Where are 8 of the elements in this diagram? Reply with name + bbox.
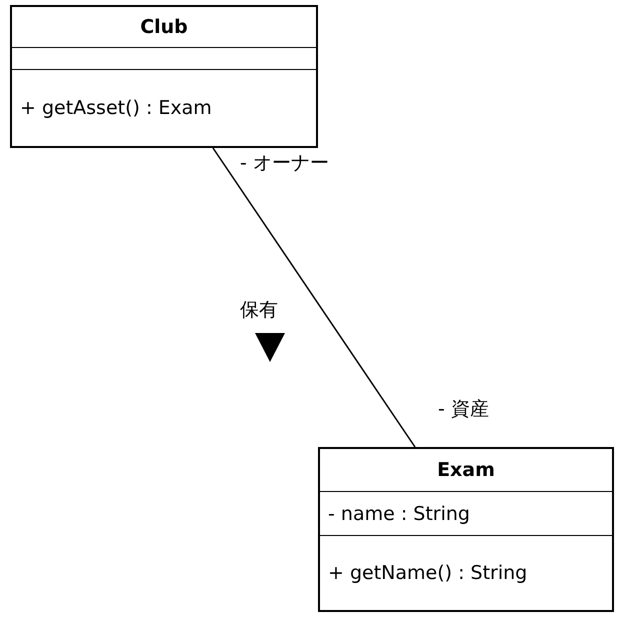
class-box <box>10 5 318 148</box>
association-line <box>212 148 416 448</box>
class-name: Club <box>139 16 189 38</box>
class-member: + getAsset() : Exam <box>20 97 213 119</box>
class-name: Exam <box>436 459 496 481</box>
class-member: + getName() : String <box>328 562 528 584</box>
class-box <box>318 447 614 612</box>
class-member: - name : String <box>328 502 471 524</box>
